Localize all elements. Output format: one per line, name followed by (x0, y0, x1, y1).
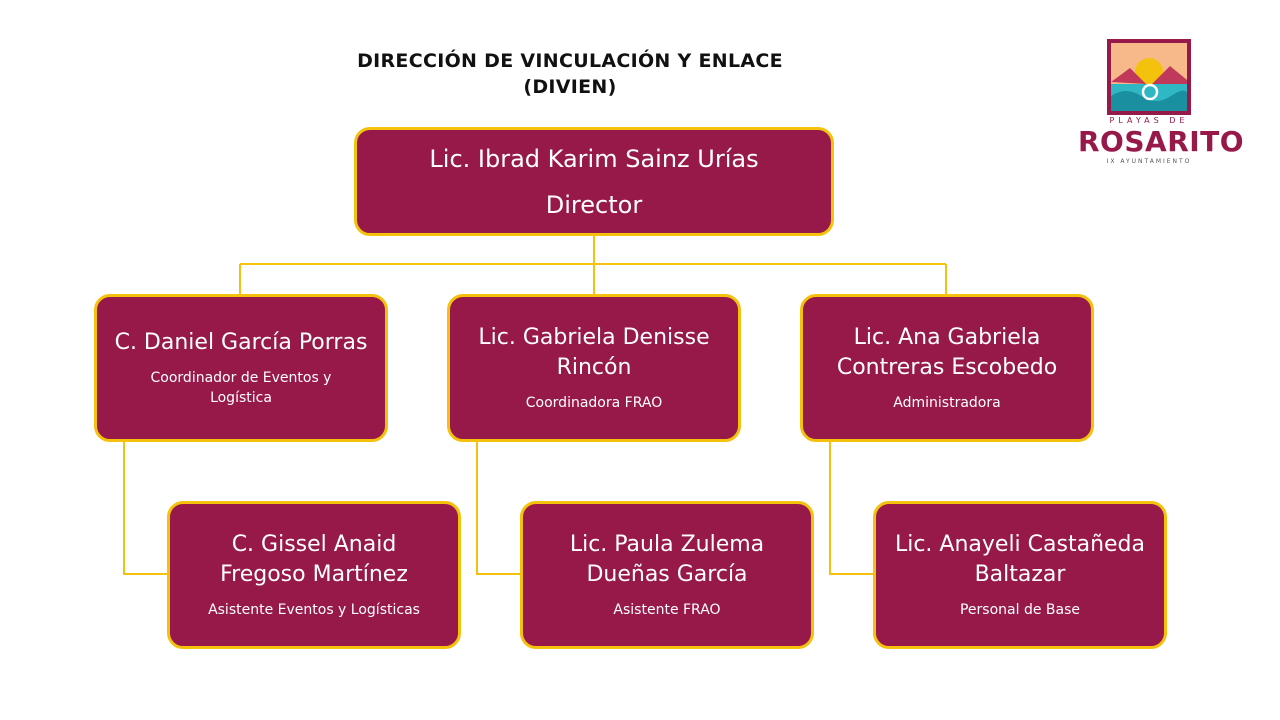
coordinator-box-3: Lic. Ana Gabriela Contreras Escobedo Adm… (800, 294, 1094, 442)
chart-title: DIRECCIÓN DE VINCULACIÓN Y ENLACE (DIVIE… (300, 48, 840, 100)
coordinator-3-name: Lic. Ana Gabriela Contreras Escobedo (836, 325, 1058, 380)
connector-to-staff-2 (476, 440, 521, 575)
staff-box-3: Lic. Anayeli Castañeda Baltazar Personal… (873, 501, 1167, 649)
director-role: Director (545, 190, 643, 219)
coordinator-1-name: C. Daniel García Porras (114, 330, 368, 355)
director-name: Lic. Ibrad Karim Sainz Urías (429, 144, 759, 173)
staff-box-2: Lic. Paula Zulema Dueñas García Asistent… (520, 501, 814, 649)
staff-3-name: Lic. Anayeli Castañeda Baltazar (894, 532, 1146, 587)
director-box: Lic. Ibrad Karim Sainz Urías Director (354, 127, 834, 236)
staff-1-role: Asistente Eventos y Logísticas (208, 602, 420, 618)
chart-title-line1: DIRECCIÓN DE VINCULACIÓN Y ENLACE (357, 50, 783, 72)
staff-box-1: C. Gissel Anaid Fregoso Martínez Asisten… (167, 501, 461, 649)
staff-2-role: Asistente FRAO (613, 602, 721, 618)
coordinator-2-role: Coordinadora FRAO (525, 395, 663, 411)
staff-2-name: Lic. Paula Zulema Dueñas García (569, 532, 765, 587)
logo-bottom-text: IX AYUNTAMIENTO (1106, 158, 1192, 165)
connector-to-staff-3 (829, 440, 874, 575)
coordinator-box-1: C. Daniel García Porras Coordinador de E… (94, 294, 388, 442)
coordinator-3-role: Administradora (893, 395, 1001, 411)
rosarito-logo: PLAYAS DE ROSARITO IX AYUNTAMIENTO (1078, 38, 1245, 168)
coordinator-1-role: Coordinador de Eventos y Logística (150, 370, 332, 406)
staff-1-name: C. Gissel Anaid Fregoso Martínez (220, 532, 408, 587)
sun-wave-emblem-icon (1107, 39, 1191, 115)
chart-title-line2: (DIVIEN) (523, 76, 617, 98)
connector-to-staff-1 (123, 440, 169, 575)
staff-3-role: Personal de Base (959, 602, 1080, 618)
coordinator-2-name: Lic. Gabriela Denisse Rincón (478, 325, 710, 380)
logo-name: ROSARITO (1078, 125, 1245, 158)
coordinator-box-2: Lic. Gabriela Denisse Rincón Coordinador… (447, 294, 741, 442)
logo-top-text: PLAYAS DE (1109, 116, 1189, 125)
